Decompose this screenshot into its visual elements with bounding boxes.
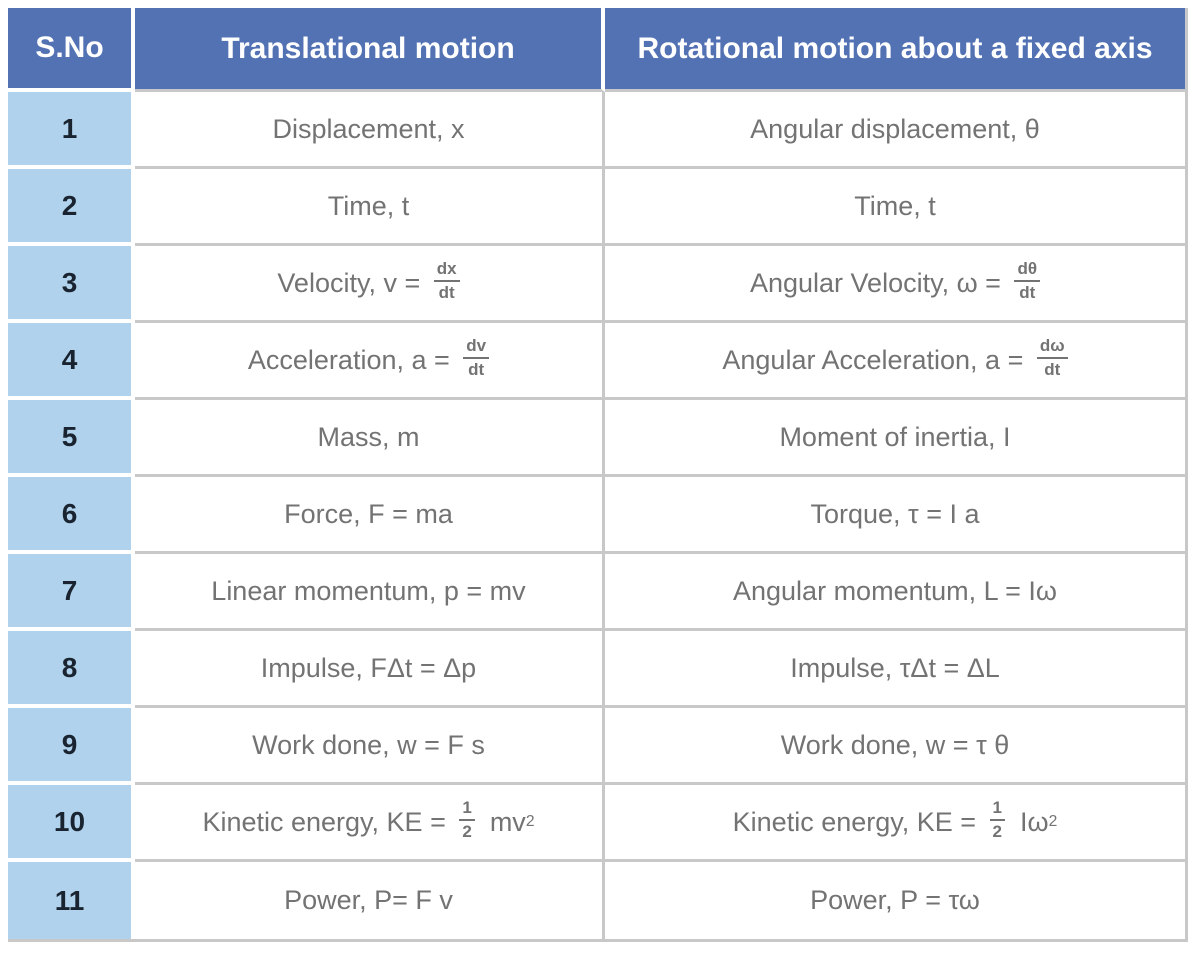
cell-translational: Work done, w = F s (135, 708, 605, 785)
table-row: 1 Displacement, x Angular displacement, … (8, 92, 1185, 169)
row-number: 9 (8, 708, 135, 785)
table-row: 5 Mass, m Moment of inertia, I (8, 400, 1185, 477)
header-sno: S.No (8, 8, 135, 92)
row-number: 1 (8, 92, 135, 169)
table-body: 1 Displacement, x Angular displacement, … (8, 92, 1185, 939)
row-number: 3 (8, 246, 135, 323)
table-header-row: S.No Translational motion Rotational mot… (8, 8, 1185, 92)
cell-rotational: Torque, τ = I a (605, 477, 1185, 554)
cell-translational: Displacement, x (135, 92, 605, 169)
row-number: 11 (8, 862, 135, 939)
cell-translational: Time, t (135, 169, 605, 246)
cell-translational: Impulse, FΔt = Δp (135, 631, 605, 708)
row-number: 4 (8, 323, 135, 400)
cell-rotational: Work done, w = τ θ (605, 708, 1185, 785)
cell-rotational: Time, t (605, 169, 1185, 246)
row-number: 5 (8, 400, 135, 477)
table-row: 2 Time, t Time, t (8, 169, 1185, 246)
cell-translational: Linear momentum, p = mv (135, 554, 605, 631)
cell-translational: Power, P= F v (135, 862, 605, 939)
cell-rotational: Power, P = τω (605, 862, 1185, 939)
table-row: 6 Force, F = ma Torque, τ = I a (8, 477, 1185, 554)
row-number: 10 (8, 785, 135, 862)
cell-rotational: Moment of inertia, I (605, 400, 1185, 477)
cell-translational: Mass, m (135, 400, 605, 477)
header-translational-motion: Translational motion (135, 8, 605, 92)
table-row: 8 Impulse, FΔt = Δp Impulse, τΔt = ΔL (8, 631, 1185, 708)
row-number: 2 (8, 169, 135, 246)
row-number: 8 (8, 631, 135, 708)
cell-rotational: Angular momentum, L = Iω (605, 554, 1185, 631)
table-row: 9 Work done, w = F s Work done, w = τ θ (8, 708, 1185, 785)
cell-rotational: Angular displacement, θ (605, 92, 1185, 169)
table-row: 7 Linear momentum, p = mv Angular moment… (8, 554, 1185, 631)
comparison-table: S.No Translational motion Rotational mot… (8, 8, 1188, 942)
row-number: 6 (8, 477, 135, 554)
cell-translational: Force, F = ma (135, 477, 605, 554)
row-number: 7 (8, 554, 135, 631)
table-row: 11 Power, P= F v Power, P = τω (8, 862, 1185, 939)
header-rotational-motion: Rotational motion about a fixed axis (605, 8, 1185, 92)
cell-rotational: Impulse, τΔt = ΔL (605, 631, 1185, 708)
